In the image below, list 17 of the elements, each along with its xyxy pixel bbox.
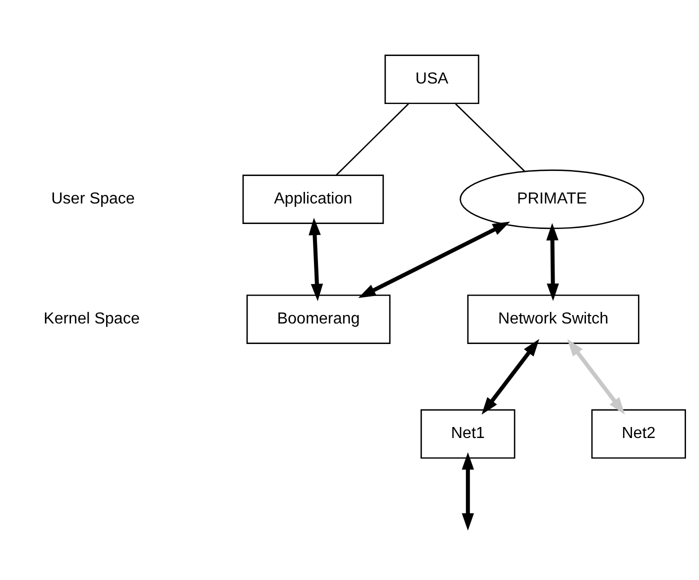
connector: [336, 102, 409, 176]
node-box: Application: [242, 174, 384, 224]
arrow: [358, 221, 510, 298]
node-box: USA: [384, 54, 480, 104]
arrow: [546, 222, 559, 300]
arrow: [482, 338, 540, 414]
arrow: [308, 217, 323, 301]
label: Kernel Space: [44, 310, 140, 327]
node-box: Net2: [591, 408, 686, 458]
node-ellipse: PRIMATE: [460, 169, 644, 229]
arrow: [567, 338, 625, 414]
node-box: Net1: [420, 408, 516, 458]
node-box: Boomerang: [246, 294, 391, 344]
connector: [455, 102, 525, 172]
node-box: Network Switch: [467, 294, 640, 344]
label: User Space: [51, 190, 135, 207]
arrow: [462, 452, 474, 530]
